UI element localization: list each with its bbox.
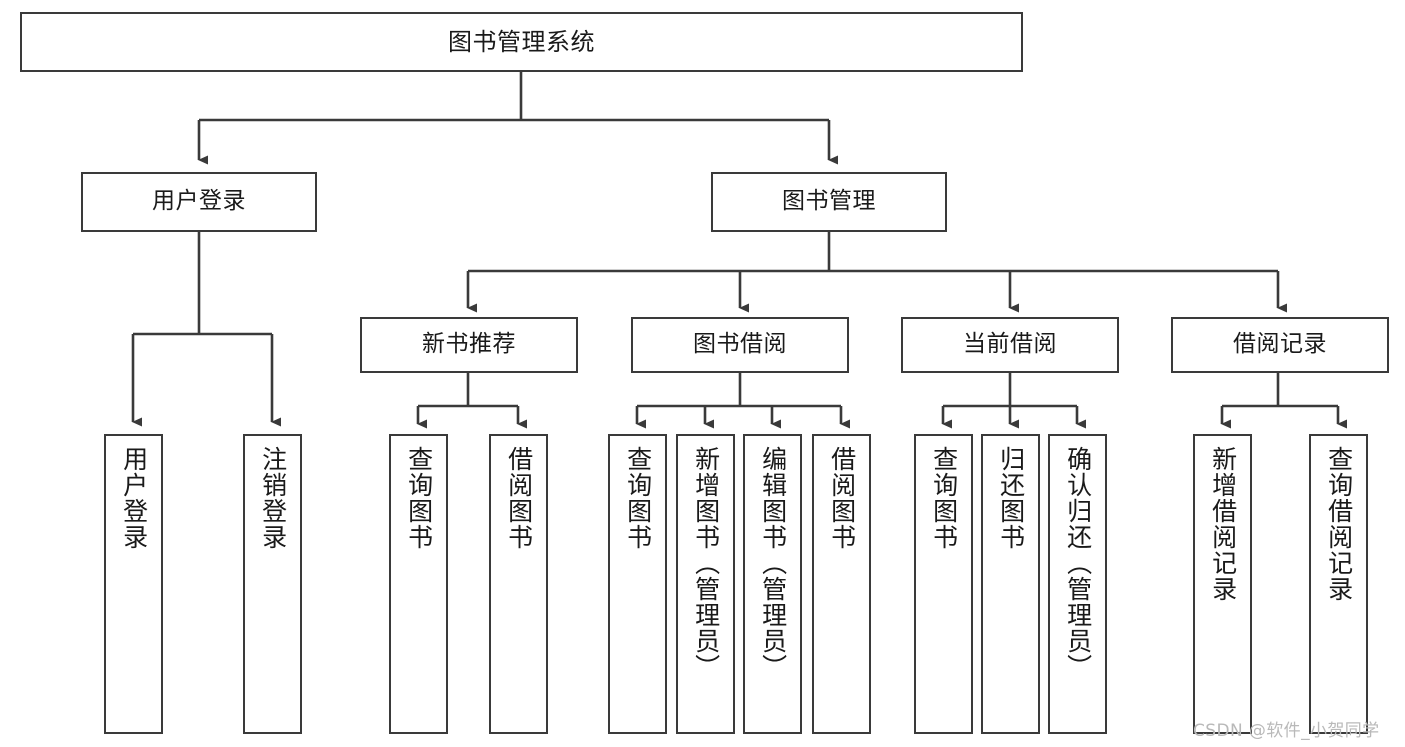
node-label: 确认归还（管理员） (1063, 446, 1093, 680)
leaf-user-login[interactable]: 用户登录 (104, 434, 163, 734)
node-label: 用户登录 (119, 446, 149, 550)
csdn-watermark: CSDN @软件_小贺同学 (1193, 721, 1380, 741)
leaf-add-book-admin[interactable]: 新增图书（管理员） (676, 434, 735, 734)
node-borrow-record[interactable]: 借阅记录 (1171, 317, 1389, 373)
node-label: 用户登录 (152, 188, 246, 215)
node-label: 借阅图书 (827, 446, 857, 550)
leaf-confirm-return-admin[interactable]: 确认归还（管理员） (1048, 434, 1107, 734)
node-label: 查询借阅记录 (1324, 446, 1354, 602)
node-label: 借阅图书 (504, 446, 534, 550)
leaf-borrow-book[interactable]: 借阅图书 (812, 434, 871, 734)
leaf-borrow-book-recommend[interactable]: 借阅图书 (489, 434, 548, 734)
node-label: 注销登录 (258, 446, 288, 550)
node-current-borrow[interactable]: 当前借阅 (901, 317, 1119, 373)
node-label: 归还图书 (996, 446, 1026, 550)
node-label: 编辑图书（管理员） (758, 446, 788, 680)
node-label: 查询图书 (929, 446, 959, 550)
node-book-management[interactable]: 图书管理 (711, 172, 947, 232)
node-label: 图书借阅 (693, 331, 787, 358)
leaf-return-book[interactable]: 归还图书 (981, 434, 1040, 734)
node-label: 查询图书 (404, 446, 434, 550)
node-label: 新增借阅记录 (1208, 446, 1238, 602)
node-label: 当前借阅 (963, 331, 1057, 358)
leaf-edit-book-admin[interactable]: 编辑图书（管理员） (743, 434, 802, 734)
leaf-query-borrow-record[interactable]: 查询借阅记录 (1309, 434, 1368, 734)
node-root-library-system[interactable]: 图书管理系统 (20, 12, 1023, 72)
leaf-query-book-borrow[interactable]: 查询图书 (608, 434, 667, 734)
node-new-book-recommend[interactable]: 新书推荐 (360, 317, 578, 373)
leaf-add-borrow-record[interactable]: 新增借阅记录 (1193, 434, 1252, 734)
node-label: 图书管理 (782, 188, 876, 215)
node-label: 查询图书 (623, 446, 653, 550)
leaf-query-book-recommend[interactable]: 查询图书 (389, 434, 448, 734)
node-label: 图书管理系统 (448, 27, 595, 56)
leaf-query-book-current[interactable]: 查询图书 (914, 434, 973, 734)
node-label: 新增图书（管理员） (691, 446, 721, 680)
node-user-login[interactable]: 用户登录 (81, 172, 317, 232)
node-label: 新书推荐 (422, 331, 516, 358)
leaf-logout[interactable]: 注销登录 (243, 434, 302, 734)
node-label: 借阅记录 (1233, 331, 1327, 358)
node-book-borrow[interactable]: 图书借阅 (631, 317, 849, 373)
